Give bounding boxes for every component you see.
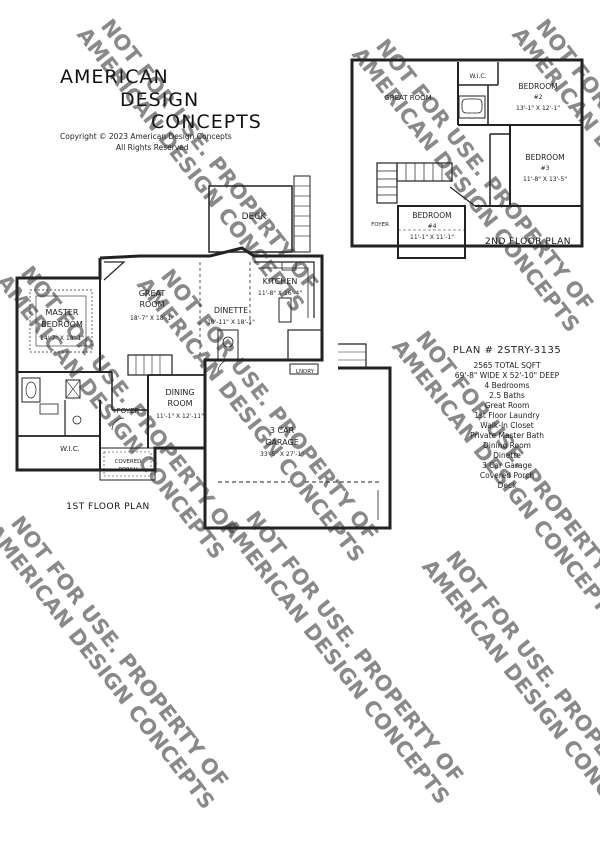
plan-info: PLAN # 2STRY-3135 2565 TOTAL SQFT 69'-8"…: [432, 346, 582, 491]
feature-item: 69'-8" WIDE X 52'-10" DEEP: [454, 371, 560, 380]
feature-item: Walk-In Closet: [480, 421, 534, 430]
feature-item: Deck: [497, 481, 517, 490]
label-2f-foyer: FOYER: [371, 222, 389, 228]
label-bed2-name: BEDROOM: [518, 82, 557, 91]
feature-item: 4 Bedrooms: [484, 381, 530, 390]
label-master-dim: 14'-7" X 18'-1": [40, 335, 84, 342]
label-master-name-2: BEDROOM: [41, 320, 83, 329]
brand-line-2: DESIGN: [120, 89, 200, 111]
label-garage-name-1: 3 CAR: [270, 426, 295, 435]
label-bed3-dim: 11'-8" X 13'-5": [523, 176, 567, 183]
label-dinette-name: DINETTE: [214, 306, 248, 315]
label-kitchen-dim: 11'-8" X 16'-4": [258, 290, 302, 297]
label-garage-dim: 33'-5" X 27'-1": [260, 451, 304, 458]
label-great-room-dim: 18'-7" X 18'-1": [130, 315, 174, 322]
copyright-line-2: All Rights Reserved: [116, 143, 189, 152]
feature-item: Covered Porch: [479, 471, 535, 480]
feature-item: 3 Car Garage: [482, 461, 532, 470]
label-bed2-num: #2: [534, 94, 543, 101]
second-floor-frame: [350, 58, 584, 248]
label-1f-wic: W.I.C.: [60, 445, 80, 453]
label-2f-great-room: GREAT ROOM: [384, 94, 431, 102]
label-porch-2: PORCH: [118, 467, 137, 473]
feature-item: 2565 TOTAL SQFT: [473, 361, 541, 370]
label-great-room-name-1: GREAT: [139, 289, 166, 298]
label-laundry: LNDRY: [296, 369, 315, 375]
label-dinette-dim: 10'-11" X 18'-1": [207, 319, 255, 326]
label-foyer: FOYER: [117, 407, 140, 415]
brand-line-1: AMERICAN: [60, 66, 169, 88]
feature-item: Dining Room: [483, 441, 531, 450]
label-garage-name-2: GARAGE: [265, 438, 299, 447]
label-kitchen-name: KITCHEN: [263, 277, 298, 286]
feature-list: 2565 TOTAL SQFT 69'-8" WIDE X 52'-10" DE…: [432, 361, 582, 491]
second-floor-labels: GREAT ROOM W.I.C. BEDROOM #2 13'-1" X 12…: [371, 73, 571, 247]
label-bed3-num: #3: [541, 165, 550, 172]
feature-item: Dinette: [493, 451, 521, 460]
label-master-name-1: MASTER: [46, 308, 79, 317]
floor-plan-drawing: GREAT ROOM W.I.C. BEDROOM #2 13'-1" X 12…: [15, 58, 584, 530]
plan-id: PLAN # 2STRY-3135: [452, 345, 562, 356]
label-bed3-name: BEDROOM: [525, 153, 564, 162]
copyright-text: Copyright © 2023 American Design Concept…: [60, 131, 232, 153]
second-floor-plan: [350, 58, 584, 259]
brand-line-3: CONCEPTS: [151, 111, 262, 133]
label-dining-name-1: DINING: [165, 388, 194, 397]
feature-item: 1st Floor Laundry: [474, 411, 540, 420]
copyright-line-1: Copyright © 2023 American Design Concept…: [60, 132, 232, 141]
label-deck: DECK: [242, 212, 268, 222]
label-porch-1: COVERED: [115, 459, 142, 465]
first-floor-labels: DECK KITCHEN 11'-8" X 16'-4" GREAT ROOM …: [40, 212, 315, 512]
label-dining-dim: 11'-1" X 12'-11": [156, 413, 204, 420]
feature-item: 2.5 Baths: [489, 391, 525, 400]
label-bed4-dim: 11'-1" X 11'-1": [410, 234, 454, 241]
label-bed4-num: #4: [428, 223, 437, 230]
feature-item: Great Room: [484, 401, 530, 410]
label-bed4-name: BEDROOM: [412, 211, 451, 220]
first-floor-plan: [15, 175, 392, 530]
feature-item: Private Master Bath: [470, 431, 544, 440]
label-great-room-name-2: ROOM: [139, 300, 164, 309]
label-2f-wic: W.I.C.: [470, 73, 487, 80]
first-floor-title: 1ST FLOOR PLAN: [66, 502, 150, 512]
second-floor-title: 2ND FLOOR PLAN: [485, 237, 571, 247]
label-dining-name-2: ROOM: [167, 399, 192, 408]
label-bed2-dim: 13'-1" X 12'-1": [516, 105, 560, 112]
